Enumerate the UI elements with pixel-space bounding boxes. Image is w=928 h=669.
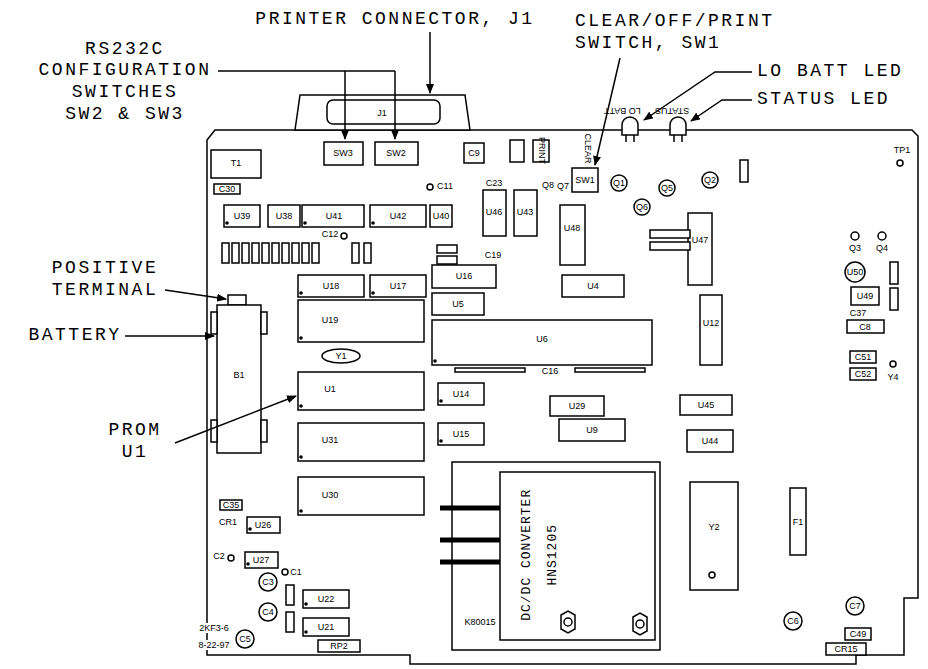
- part-label: CLEAR: [583, 133, 594, 163]
- part-label: U6: [536, 334, 548, 345]
- part-label: C6: [787, 616, 799, 627]
- part-label: C51: [855, 352, 872, 363]
- part-label: SW1: [575, 175, 595, 186]
- part-label: SW3: [333, 148, 353, 159]
- part-label: C12: [322, 229, 339, 240]
- part-label: HNS1205: [545, 524, 561, 586]
- part-label: U46: [486, 207, 503, 218]
- part-label: U50: [847, 267, 864, 278]
- part-label: Q1: [613, 178, 625, 189]
- callout-label: PROM U1: [108, 420, 161, 463]
- part-label: U4: [587, 281, 599, 292]
- part-label: STATUS: [655, 105, 689, 116]
- part-label: SW2: [386, 148, 406, 159]
- part-label: U38: [276, 211, 293, 222]
- part-label: Y1: [335, 351, 346, 362]
- part-label: C52: [855, 369, 872, 380]
- part-label: J1: [377, 108, 387, 119]
- part-label: RP2: [330, 641, 348, 652]
- part-label: U49: [857, 291, 874, 302]
- part-label: U47: [692, 235, 709, 246]
- part-label: C8: [859, 322, 871, 333]
- part-label: TP1: [894, 145, 911, 156]
- part-label: U26: [255, 520, 272, 531]
- part-label: Q8: [542, 180, 554, 191]
- callout-label: LO BATT LED: [757, 61, 903, 83]
- part-label: U48: [564, 223, 581, 234]
- part-label: U14: [453, 389, 470, 400]
- part-label: U42: [390, 211, 407, 222]
- part-label: U27: [253, 555, 270, 566]
- part-label: C1: [290, 567, 302, 578]
- part-label: U45: [698, 400, 715, 411]
- part-label: U40: [433, 211, 450, 222]
- part-label: Q2: [704, 175, 716, 186]
- part-label: C19: [485, 250, 502, 261]
- callout-label: CLEAR/OFF/PRINT SWITCH, SW1: [575, 11, 775, 54]
- part-label: 2KF3-6: [197, 623, 231, 634]
- part-label: U30: [322, 490, 339, 501]
- part-label: C30: [219, 184, 236, 195]
- part-label: C16: [542, 366, 559, 377]
- part-label: U1: [324, 384, 336, 395]
- part-label: C11: [437, 181, 453, 192]
- part-label: U39: [234, 211, 251, 222]
- part-label: CR1: [219, 517, 237, 528]
- callout-label: POSITIVE TERMINAL: [52, 258, 158, 301]
- part-label: U19: [322, 315, 339, 326]
- part-label: Y4: [887, 372, 898, 383]
- part-label: U16: [456, 271, 473, 282]
- part-label: U21: [318, 622, 335, 633]
- part-label: CR15: [834, 644, 857, 655]
- callout-label: RS232C CONFIGURATION SWITCHES SW2 & SW3: [39, 39, 212, 125]
- part-label: Q5: [661, 183, 673, 194]
- leader-lines: [125, 32, 752, 443]
- part-label: C4: [262, 607, 274, 618]
- part-label: U5: [452, 299, 464, 310]
- part-label: Q4: [876, 243, 888, 254]
- part-label: B1: [233, 370, 244, 381]
- callout-label: BATTERY: [28, 325, 121, 347]
- part-label: Q7: [557, 181, 569, 192]
- part-label: U17: [390, 281, 407, 292]
- part-label: Y2: [708, 522, 719, 533]
- part-label: U41: [326, 211, 343, 222]
- part-label: U12: [703, 318, 720, 329]
- part-label: C9: [468, 148, 480, 159]
- part-label: T1: [231, 158, 242, 169]
- callout-label: PRINTER CONNECTOR, J1: [255, 9, 534, 31]
- part-label: C49: [850, 629, 867, 640]
- part-label: U29: [569, 401, 586, 412]
- part-label: C3: [262, 577, 274, 588]
- part-label: F1: [793, 517, 804, 528]
- part-label: C35: [223, 500, 240, 511]
- part-label: C23: [486, 178, 503, 189]
- part-label: C2: [213, 551, 225, 562]
- part-label: U15: [453, 429, 470, 440]
- part-label: U9: [586, 425, 598, 436]
- part-label: C37: [850, 308, 867, 319]
- part-label: PRINT: [536, 136, 547, 163]
- part-label: 8-22-97: [196, 640, 231, 651]
- part-label: DC/DC CONVERTER: [519, 489, 535, 621]
- part-label: C7: [849, 601, 861, 612]
- part-label: U22: [318, 594, 335, 605]
- part-label: K80015: [464, 617, 495, 628]
- part-label: U31: [322, 435, 339, 446]
- part-label: Q6: [636, 202, 648, 213]
- callout-label: STATUS LED: [757, 89, 890, 111]
- part-label: LO BATT: [604, 105, 641, 116]
- part-label: U18: [323, 281, 340, 292]
- part-label: U44: [702, 436, 719, 447]
- part-label: C5: [239, 634, 251, 645]
- part-label: U43: [517, 207, 534, 218]
- part-label: Q3: [849, 243, 861, 254]
